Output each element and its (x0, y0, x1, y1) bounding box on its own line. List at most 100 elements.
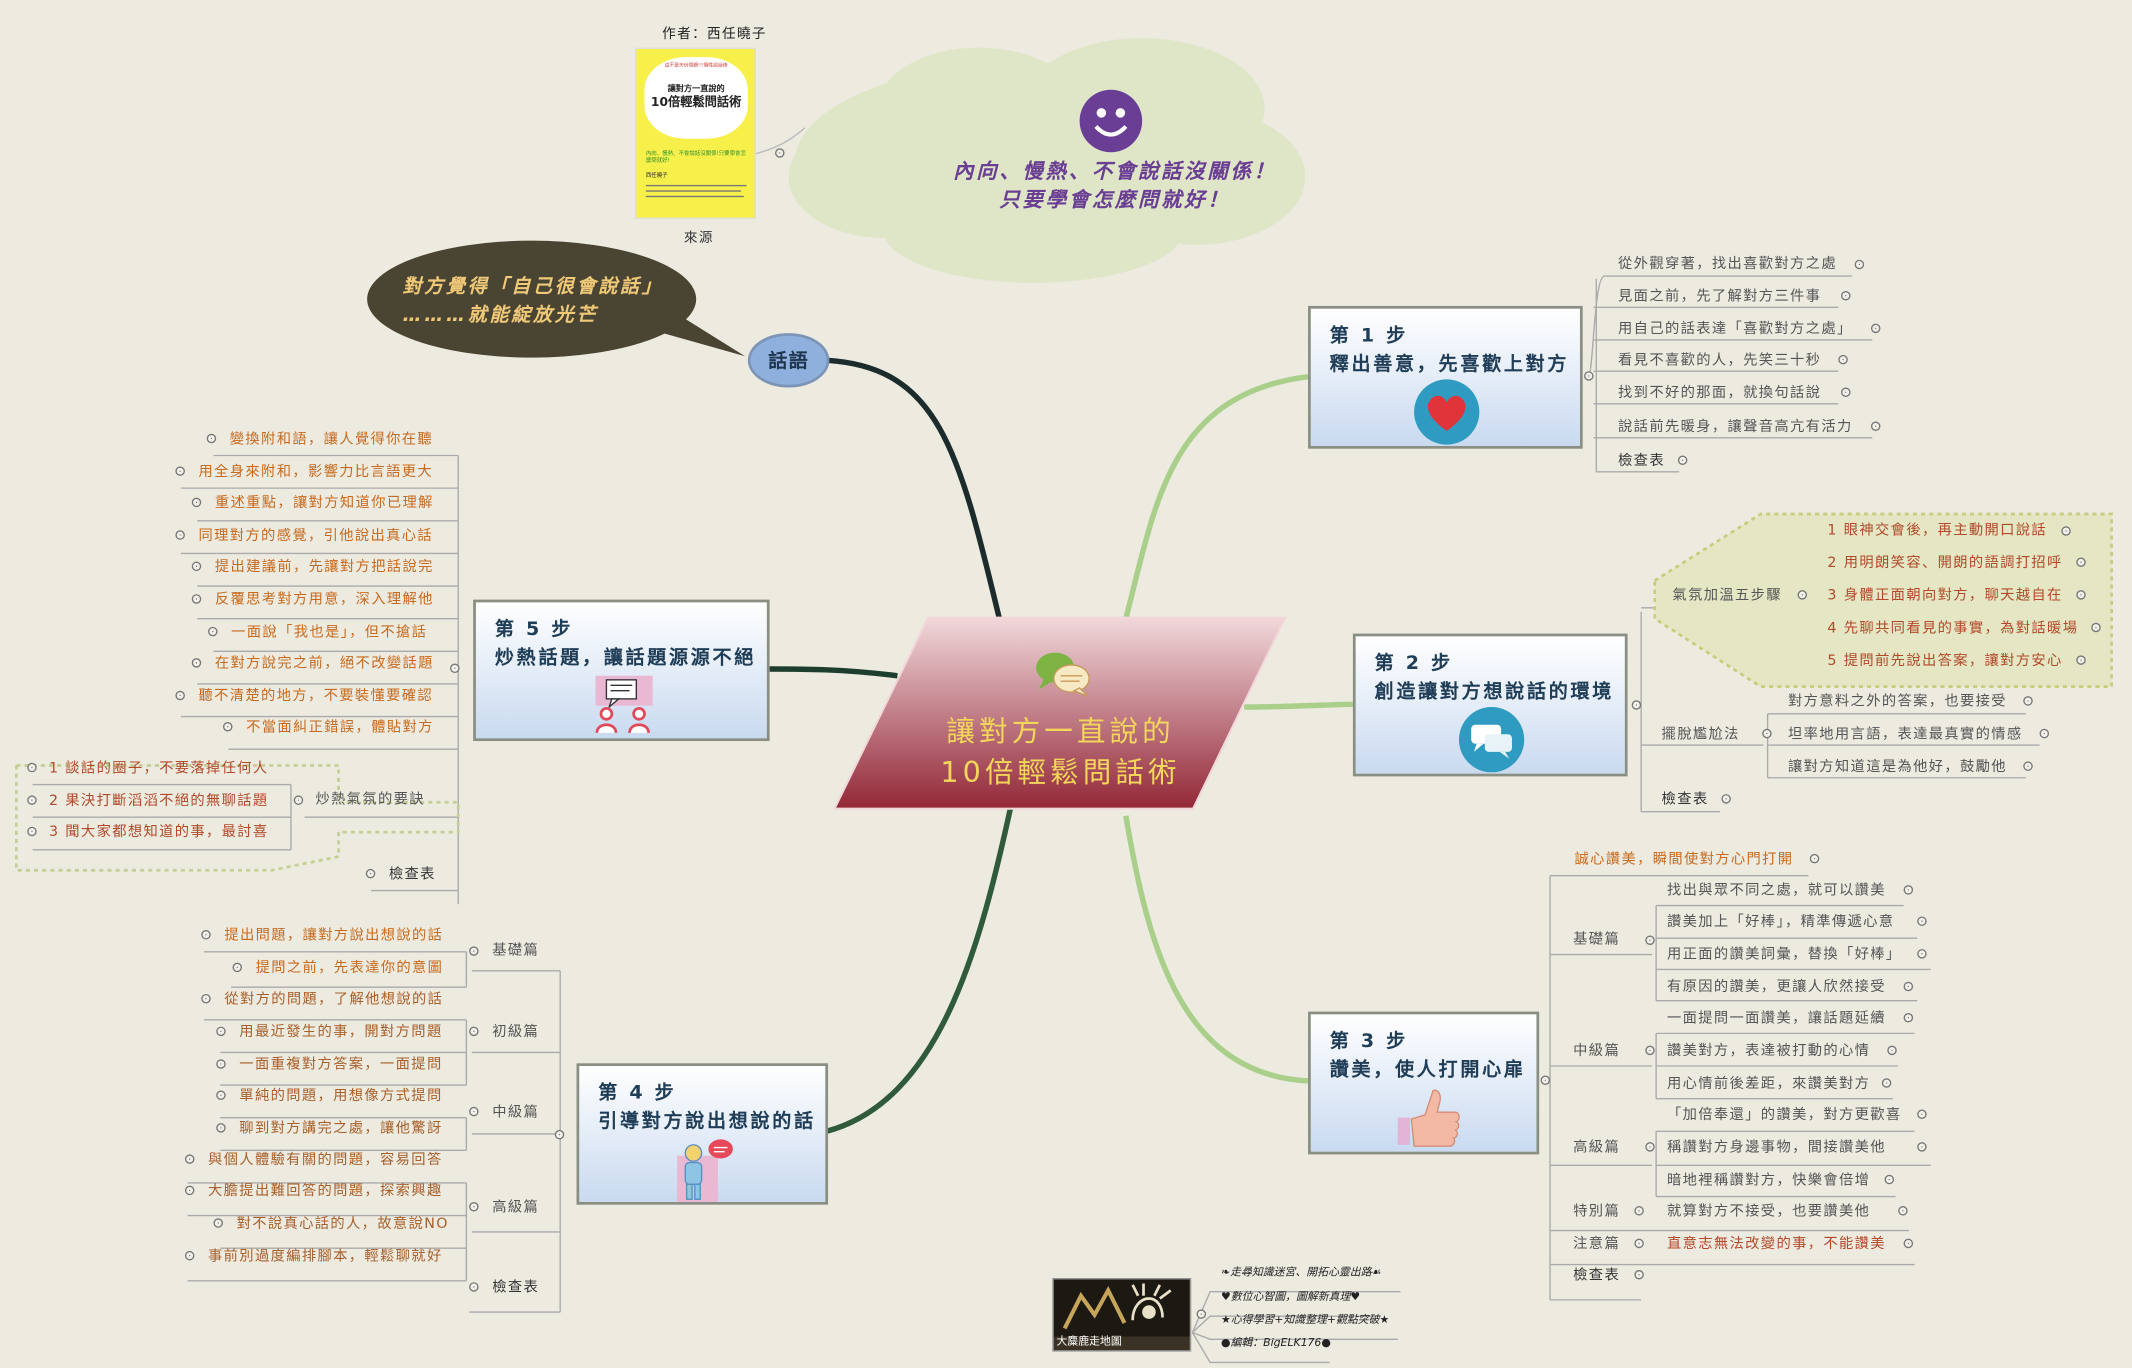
expand-toggle[interactable] (216, 1059, 226, 1069)
expand-toggle[interactable] (222, 722, 233, 732)
expand-toggle[interactable] (201, 993, 211, 1004)
expand-toggle[interactable] (1841, 290, 1851, 301)
expand-toggle[interactable] (27, 762, 37, 773)
collapse-toggle[interactable] (1196, 1309, 1207, 1319)
talk-node[interactable]: 話語 (768, 350, 810, 373)
expand-toggle[interactable] (201, 930, 211, 940)
expand-toggle[interactable] (1917, 1142, 1927, 1152)
collapse-toggle[interactable] (1634, 1238, 1644, 1249)
expand-toggle[interactable] (191, 658, 202, 668)
expand-toggle[interactable] (1841, 387, 1851, 398)
expand-toggle[interactable] (216, 1123, 226, 1133)
collapse-toggle[interactable] (1762, 728, 1772, 739)
expand-toggle[interactable] (208, 626, 218, 637)
expand-toggle[interactable] (27, 826, 37, 837)
collapse-toggle[interactable] (1584, 371, 1594, 381)
collapse-toggle[interactable] (1631, 700, 1642, 710)
expand-toggle[interactable] (1677, 455, 1688, 466)
expand-toggle[interactable] (1903, 981, 1914, 992)
collapse-toggle[interactable] (1645, 1045, 1655, 1056)
step5-checklist[interactable]: 檢查表 (388, 866, 436, 883)
expand-toggle[interactable] (2076, 590, 2086, 600)
expand-toggle[interactable] (469, 1282, 479, 1292)
expand-toggle[interactable] (1809, 853, 1820, 864)
expand-toggle[interactable] (1887, 1045, 1897, 1056)
expand-toggle[interactable] (1898, 1206, 1908, 1216)
expand-toggle[interactable] (2076, 655, 2086, 665)
book-cover-title2: 10倍輕鬆問話術 (650, 96, 742, 111)
step2-group1-item: 2 用明朗笑容、開朗的語調打招呼 (1827, 554, 2063, 572)
expand-toggle[interactable] (175, 690, 185, 701)
expand-toggle[interactable] (2023, 696, 2033, 706)
collapse-toggle[interactable] (1645, 935, 1655, 945)
expand-toggle[interactable] (191, 561, 202, 572)
expand-toggle[interactable] (1903, 1238, 1914, 1249)
step1-node[interactable]: 第 1 步 釋出善意，先喜歡上對方 (1308, 305, 1583, 449)
step5-item: 聽不清楚的地方，不要裝懂要確認 (198, 688, 434, 705)
step5-group-item: 1 談話的圈子，不要落掉任何人 (48, 760, 269, 777)
step1-checklist[interactable]: 檢查表 (1618, 452, 1665, 470)
expand-toggle[interactable] (1884, 1174, 1895, 1185)
expand-toggle[interactable] (184, 1154, 195, 1164)
expand-toggle[interactable] (2039, 728, 2050, 739)
expand-toggle[interactable] (184, 1185, 195, 1196)
expand-toggle[interactable] (1917, 916, 1927, 926)
expand-toggle[interactable] (2023, 761, 2033, 771)
expand-toggle[interactable] (216, 1090, 226, 1100)
collapse-toggle[interactable] (1645, 1142, 1655, 1152)
expand-toggle[interactable] (1881, 1078, 1892, 1088)
collapse-toggle[interactable] (1634, 1206, 1644, 1216)
step4-mid1-label: 初級篇 (492, 1023, 540, 1041)
step5-node[interactable]: 第 5 步 炒熱話題，讓話題源源不絕 (473, 599, 770, 742)
expand-toggle[interactable] (1721, 794, 1731, 804)
collapse-toggle[interactable] (1797, 590, 1808, 600)
expand-toggle[interactable] (2061, 526, 2071, 536)
expand-toggle[interactable] (2091, 622, 2101, 633)
step4-node[interactable]: 第 4 步 引導對方說出想說的話 (576, 1063, 829, 1205)
expand-toggle[interactable] (232, 962, 243, 973)
step2-node[interactable]: 第 2 步 創造讓對方想說話的環境 (1352, 633, 1628, 777)
expand-toggle[interactable] (191, 497, 202, 508)
author-label: 作者：西任曉子 (662, 27, 767, 43)
step1-title1: 第 1 步 (1329, 324, 1408, 347)
expand-toggle[interactable] (27, 795, 37, 805)
step4-title2: 引導對方說出想說的話 (598, 1110, 816, 1133)
step4-mid1-item: 一面重複對方答案，一面提問 (239, 1056, 443, 1073)
expand-toggle[interactable] (191, 594, 202, 604)
expand-toggle[interactable] (1870, 323, 1881, 334)
collapse-toggle[interactable] (469, 1201, 479, 1212)
collapse-toggle[interactable] (469, 1106, 479, 1117)
expand-toggle[interactable] (1870, 421, 1881, 432)
collapse-toggle[interactable] (1540, 1075, 1551, 1086)
collapse-toggle[interactable] (554, 1129, 565, 1140)
book-cover-sub: 內向、慢熱、不會說話沒關係!只要學會怎麼問就好! (645, 149, 746, 164)
expand-toggle[interactable] (1854, 259, 1865, 270)
step1-item: 見面之前，先了解對方三件事 (1618, 288, 1822, 305)
expand-toggle[interactable] (206, 433, 217, 444)
expand-toggle[interactable] (184, 1250, 195, 1261)
expand-toggle[interactable] (365, 868, 376, 879)
expand-toggle[interactable] (213, 1218, 223, 1228)
expand-toggle[interactable] (1838, 354, 1848, 365)
expand-toggle[interactable] (1634, 1269, 1644, 1280)
step3-node[interactable]: 第 3 步 讚美，使人打開心扉 (1308, 1011, 1540, 1155)
step4-checklist[interactable]: 檢查表 (492, 1279, 540, 1296)
step3-high-label: 高級篇 (1573, 1139, 1621, 1156)
expand-toggle[interactable] (1917, 1109, 1927, 1120)
step4-mid1-item: 從對方的問題，了解他想說的話 (224, 991, 444, 1008)
expand-toggle[interactable] (1903, 1012, 1914, 1023)
speech-line1: 對方覺得「自己很會說話」 (402, 276, 664, 298)
collapse-toggle[interactable] (469, 946, 479, 956)
collapse-toggle[interactable] (450, 663, 460, 674)
expand-toggle[interactable] (1903, 885, 1914, 895)
collapse-toggle[interactable] (293, 795, 304, 805)
expand-toggle[interactable] (1917, 949, 1927, 959)
expand-toggle[interactable] (216, 1026, 226, 1037)
expand-toggle[interactable] (175, 530, 185, 540)
step3-checklist[interactable]: 檢查表 (1573, 1267, 1621, 1284)
step2-checklist[interactable]: 檢查表 (1661, 791, 1709, 808)
collapse-toggle[interactable] (775, 148, 785, 158)
collapse-toggle[interactable] (469, 1026, 479, 1037)
expand-toggle[interactable] (175, 466, 185, 476)
expand-toggle[interactable] (2076, 557, 2086, 567)
